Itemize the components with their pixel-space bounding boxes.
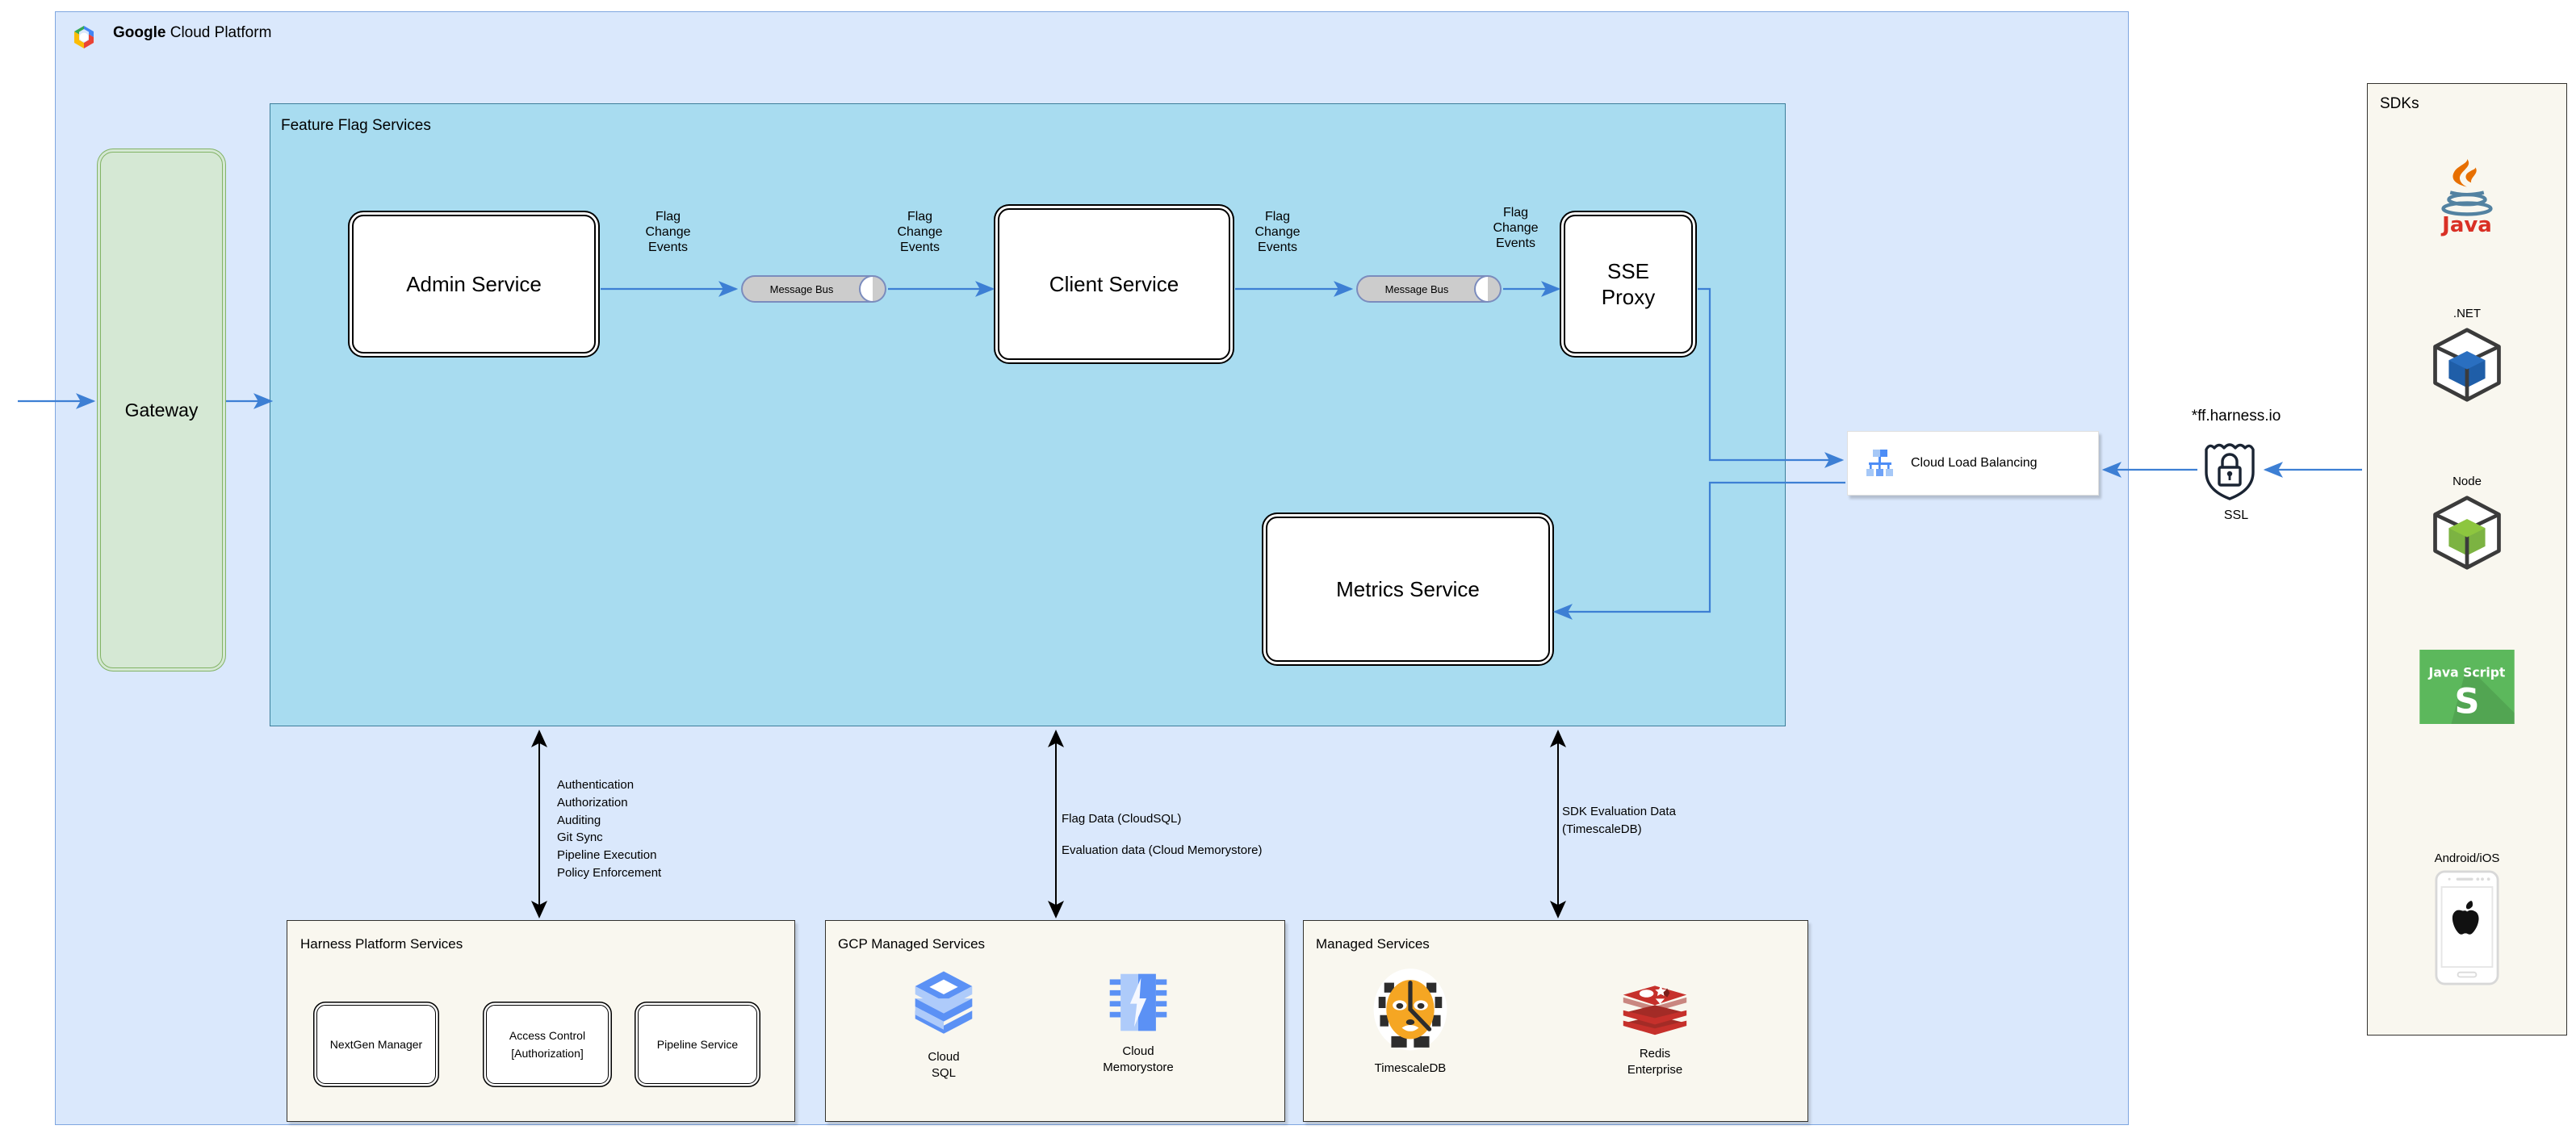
edge-label-flag-change-events-1: Flag Change Events (645, 210, 691, 254)
cloud-memorystore-icon (1082, 969, 1195, 1040)
svg-text:S: S (2454, 681, 2479, 722)
admin-service-node[interactable]: Admin Service (352, 215, 596, 354)
message-bus-1[interactable]: Message Bus (741, 275, 886, 303)
gcp-managed-services-title: GCP Managed Services (838, 936, 986, 952)
pipeline-service-label: Pipeline Service (656, 1037, 739, 1051)
sdk-item-java: Java (2367, 153, 2567, 241)
pipeline-service-node[interactable]: Pipeline Service (638, 1005, 757, 1084)
gcp-managed-services-panel (825, 920, 1285, 1122)
cloud-sql-label: Cloud SQL (928, 1050, 960, 1080)
nextgen-manager-node[interactable]: NextGen Manager (316, 1005, 436, 1084)
client-service-node[interactable]: Client Service (998, 208, 1230, 360)
dotnet-cube-icon (2367, 325, 2567, 408)
timescaledb-tiger-icon (1350, 969, 1471, 1057)
sse-proxy-label: SSE Proxy (1601, 258, 1656, 310)
managed-services-title: Managed Services (1316, 936, 1430, 952)
metrics-service-node[interactable]: Metrics Service (1266, 517, 1550, 662)
gcp-title-rest: Cloud Platform (165, 24, 272, 41)
annotation-harness-capabilities: Authentication Authorization Auditing Gi… (557, 778, 662, 880)
message-bus-1-label: Message Bus (769, 282, 834, 295)
gateway-label: Gateway (124, 399, 199, 420)
sdk-caption-mobile: Android/iOS (2434, 851, 2500, 865)
sdk-item-dotnet: .NET (2367, 307, 2567, 408)
access-control-label: Access Control [Authorization] (509, 1028, 586, 1060)
redis-enterprise-label: Redis Enterprise (1627, 1047, 1683, 1077)
cloud-load-balancing-label: Cloud Load Balancing (1911, 456, 2038, 470)
timescaledb-item[interactable]: TimescaleDB (1350, 969, 1471, 1077)
edge-label-flag-change-events-4: Flag Change Events (1493, 206, 1539, 250)
metrics-service-label: Metrics Service (1336, 576, 1480, 601)
google-cloud-logo-icon (69, 23, 98, 52)
edge-label-flag-change-events-3: Flag Change Events (1254, 210, 1301, 254)
sdk-caption-dotnet: .NET (2452, 307, 2482, 320)
svg-text:Java: Java (2440, 213, 2492, 237)
harness-platform-services-title: Harness Platform Services (300, 936, 463, 952)
cloud-memorystore-label: Cloud Memorystore (1103, 1044, 1174, 1074)
sdk-item-node: Node (2367, 475, 2567, 576)
ssl-label: SSL (2223, 508, 2249, 522)
feature-flag-services-container (270, 103, 1786, 726)
javascript-logo-icon: Java Script S (2367, 650, 2567, 728)
cloud-load-balancing-icon (1862, 446, 1896, 480)
message-bus-2[interactable]: Message Bus (1356, 275, 1502, 303)
timescaledb-label: TimescaleDB (1374, 1061, 1447, 1075)
gcp-title: Google Cloud Platform (113, 24, 271, 42)
cloud-sql-icon (892, 969, 995, 1046)
mobile-apple-icon (2367, 870, 2567, 989)
sdk-item-mobile: Android/iOS (2367, 851, 2567, 989)
cloud-memorystore-item[interactable]: Cloud Memorystore (1082, 969, 1195, 1075)
cloud-sql-item[interactable]: Cloud SQL (892, 969, 995, 1081)
annotation-gcp-data: Flag Data (CloudSQL) Evaluation data (Cl… (1062, 812, 1263, 857)
sdk-caption-node: Node (2452, 475, 2482, 488)
redis-enterprise-item[interactable]: Redis Enterprise (1594, 981, 1715, 1077)
sse-proxy-node[interactable]: SSE Proxy (1564, 215, 1693, 354)
gcp-title-bold: Google (113, 24, 166, 41)
cloud-load-balancing-node[interactable]: Cloud Load Balancing (1847, 431, 2099, 496)
feature-flag-services-title: Feature Flag Services (281, 117, 431, 134)
node-cube-icon (2367, 493, 2567, 576)
shield-lock-icon (2201, 440, 2258, 501)
java-logo-icon: Java (2367, 153, 2567, 241)
gateway-node[interactable]: Gateway (100, 152, 223, 668)
edge-label-flag-change-events-2: Flag Change Events (897, 210, 943, 254)
sdk-item-javascript: Java Script S (2367, 650, 2567, 728)
message-bus-2-label: Message Bus (1384, 282, 1449, 295)
ssl-domain-label: *ff.harness.io (2191, 408, 2281, 425)
nextgen-manager-label: NextGen Manager (329, 1037, 423, 1051)
access-control-node[interactable]: Access Control [Authorization] (486, 1005, 609, 1084)
annotation-managed-data: SDK Evaluation Data (TimescaleDB) (1562, 805, 1676, 836)
svg-text:Java Script: Java Script (2428, 664, 2506, 680)
redis-logo-icon (1594, 981, 1715, 1043)
sdks-title: SDKs (2380, 95, 2419, 112)
admin-service-label: Admin Service (406, 271, 542, 296)
client-service-label: Client Service (1049, 271, 1179, 296)
